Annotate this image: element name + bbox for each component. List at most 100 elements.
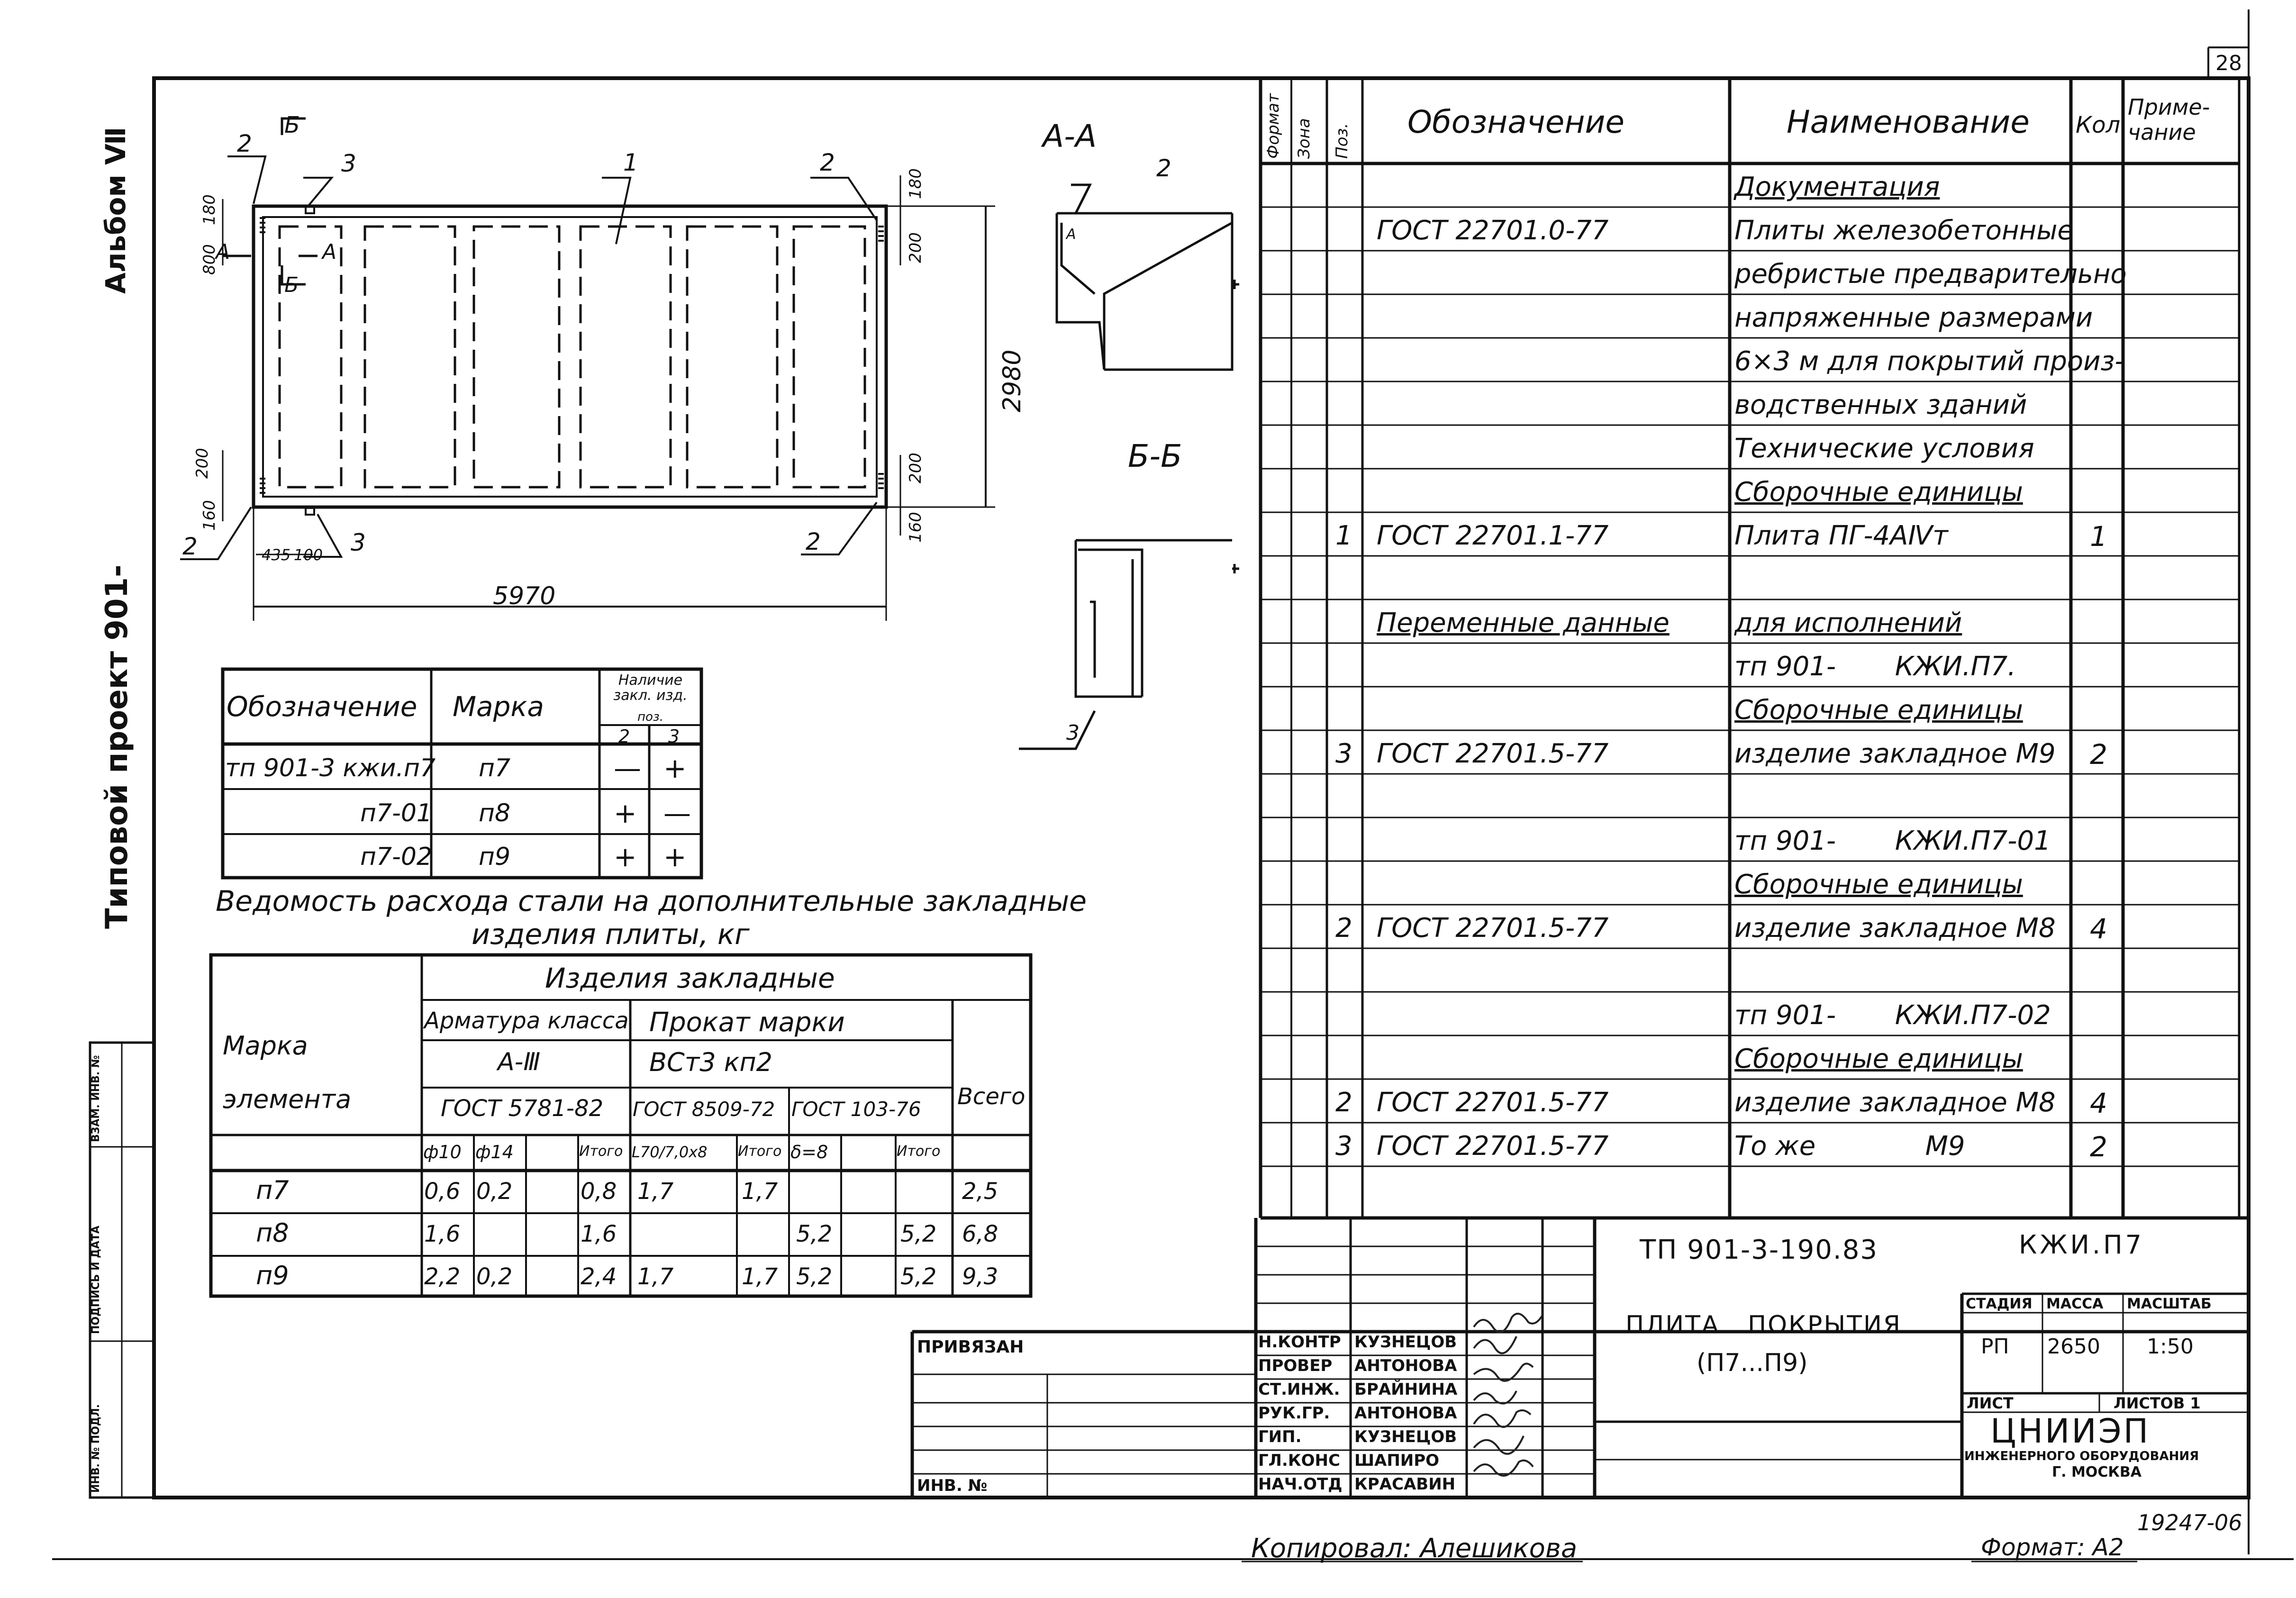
section-a-left-label: А [216, 240, 230, 264]
spec-header-format: Формат [1264, 93, 1283, 159]
spec-row-designation: ГОСТ 22701.1-77 [1377, 520, 1609, 551]
doc-code: ТП 901-3-190.83 [1640, 1235, 1878, 1265]
spec-row-name: ребристые предварительно [1734, 259, 2127, 290]
spec-row-designation: ГОСТ 22701.5-77 [1377, 1087, 1609, 1118]
spec-row-name: изделие закладное М8 [1734, 913, 2056, 944]
dim-435: 435 [262, 546, 291, 564]
marks-pos-col-3: 3 [668, 726, 680, 747]
plate-plan [180, 117, 995, 621]
format-label: Формат: А2 [1981, 1534, 2124, 1561]
dim-left-160: 160 [200, 500, 219, 531]
steel-cell: 2,2 [424, 1263, 461, 1290]
role-label: ГЛ.КОНС [1258, 1451, 1340, 1470]
role-label: ГИП. [1258, 1427, 1302, 1446]
section-aa-title: А-А [1043, 118, 1097, 154]
spec-row-name: водственных зданий [1734, 390, 2027, 420]
marks-table-grid [221, 667, 703, 880]
section-aa-mark: А [1066, 226, 1076, 243]
pos-label-2a: 2 [237, 130, 252, 157]
section-bb-pos: 3 [1066, 721, 1080, 745]
steel-row-mark: п7 [256, 1175, 289, 1205]
bound-label: ПРИВЯЗАН [917, 1337, 1024, 1357]
steel-subcol: Итого [738, 1143, 782, 1160]
steel-cell: 5,2 [796, 1263, 833, 1290]
steel-cell: 5,2 [796, 1221, 833, 1247]
steel-header-mark: Марка элемента [223, 1031, 352, 1115]
spec-row-name: Плита ПГ-4АⅣт [1734, 520, 1948, 551]
steel-cell: 1,7 [637, 1178, 674, 1205]
steel-cell: 0,2 [476, 1178, 513, 1205]
stamp-podpis: ПОДПИСЬ И ДАТА [90, 1226, 102, 1334]
plate-width-dim: 2980 [998, 349, 1026, 412]
spec-row-pos: 2 [1335, 913, 1352, 944]
stamp-vzam-inv: ВЗАМ. ИНВ. № [90, 1055, 102, 1142]
steel-header-gost103: ГОСТ 103-76 [791, 1098, 921, 1121]
sheet-label: ЛИСТ [1967, 1394, 2014, 1412]
role-label: РУК.ГР. [1258, 1404, 1330, 1423]
spec-row-qty: 2 [2090, 1131, 2107, 1163]
pos-label-2b: 2 [820, 149, 835, 176]
marks-pos-col-2: 2 [618, 726, 630, 747]
steel-subcol: δ=8 [790, 1142, 828, 1162]
spec-row-designation: ГОСТ 22701.5-77 [1377, 913, 1609, 944]
marks-header-designation: Обозначение [227, 690, 417, 723]
spec-row-pos: 3 [1335, 1131, 1352, 1162]
marks-header-pos: поз. [637, 710, 663, 724]
marks-row-c2: + [614, 797, 637, 829]
steel-header-items: Изделия закладные [545, 962, 835, 994]
section-bb-title: Б-Б [1128, 438, 1182, 474]
section-aa-pos: 2 [1156, 154, 1171, 182]
stage-value: РП [1981, 1335, 2009, 1359]
archive-number: 19247-06 [2137, 1510, 2242, 1535]
marks-row-mark: п8 [479, 799, 511, 827]
spec-row-pos: 3 [1335, 738, 1352, 769]
steel-row-mark: п9 [256, 1261, 289, 1290]
spec-header-note: Приме- чание [2128, 94, 2210, 145]
scale-value: 1:50 [2147, 1335, 2194, 1359]
steel-cell: 1,7 [637, 1263, 674, 1290]
pos-label-2c: 2 [182, 533, 198, 560]
marks-row-c3: — [663, 797, 691, 829]
title-block-grid [910, 1216, 2249, 1498]
pos-label-3b: 3 [351, 529, 366, 556]
spec-row-name: Плиты железобетонные [1734, 215, 2074, 246]
spec-row-name: Документация [1734, 172, 1940, 202]
steel-subcol: ф10 [423, 1142, 462, 1162]
spec-row-name: 6×3 м для покрытий произ- [1734, 346, 2124, 377]
spec-row-name: То же М9 [1734, 1131, 1965, 1162]
spec-row-qty: 4 [2090, 913, 2107, 945]
steel-cell: 5,2 [900, 1221, 937, 1247]
marks-row-designation: тп 901-3 кжи.п7 [225, 754, 436, 782]
album-label: Альбом Ⅶ [100, 127, 132, 294]
steel-subcol: L70/7,0х8 [632, 1143, 708, 1161]
spec-row-qty: 2 [2090, 738, 2107, 771]
spec-row-name: Технические условия [1734, 433, 2034, 464]
section-aa [1055, 183, 1239, 371]
spec-row-name: тп 901- КЖИ.П7-01 [1734, 826, 2051, 856]
spec-row-name: тп 901- КЖИ.П7-02 [1734, 1000, 2051, 1031]
steel-row-total: 2,5 [962, 1178, 998, 1205]
dim-right-200b: 200 [906, 453, 925, 483]
spec-row-qty: 1 [2090, 520, 2107, 553]
marks-row-c3: + [663, 841, 687, 873]
spec-row-name: Сборочные единицы [1734, 477, 2023, 508]
scale-label: МАСШТАБ [2127, 1296, 2212, 1312]
plate-length-dim: 5970 [493, 582, 556, 610]
spec-row-name: Сборочные единицы [1734, 1044, 2023, 1074]
steel-header-rolled-grade: ВСт3 кп2 [649, 1047, 773, 1077]
org-name: ЦНИИЭП [1990, 1412, 2151, 1451]
dim-right-180: 180 [906, 168, 925, 199]
spec-row-name: изделие закладное М8 [1734, 1087, 2056, 1118]
sheets-label: ЛИСТОВ 1 [2114, 1394, 2201, 1412]
marks-row-c2: — [614, 752, 641, 784]
spec-header-pos: Поз. [1333, 123, 1352, 159]
steel-cell: 1,6 [581, 1221, 617, 1247]
role-label: СТ.ИНЖ. [1258, 1380, 1340, 1399]
spec-row-pos: 1 [1335, 520, 1352, 551]
steel-table-grid [209, 953, 1033, 1298]
dim-right-160: 160 [906, 512, 925, 543]
steel-caption-line1: Ведомость расхода стали на дополнительны… [216, 885, 1087, 918]
steel-header-rolled: Прокат марки [649, 1007, 845, 1038]
role-person-name: ШАПИРО [1354, 1451, 1440, 1470]
